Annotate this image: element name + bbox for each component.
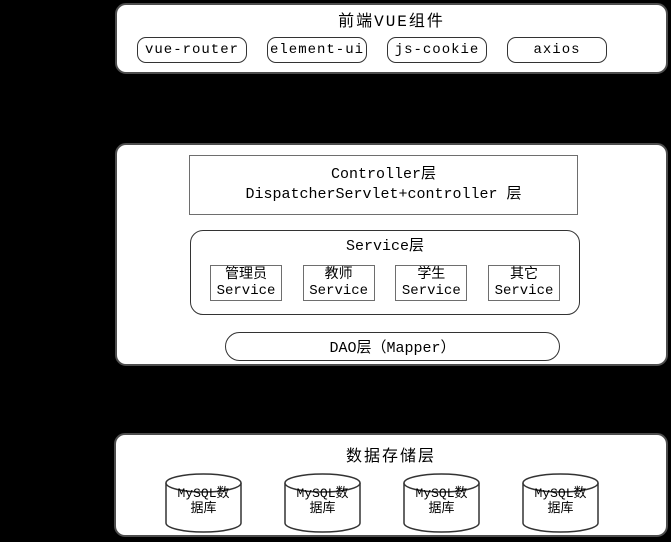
- service-item-label: Service: [401, 283, 461, 299]
- service-item-label: 学生: [417, 267, 446, 283]
- service-item-other: 其它 Service: [487, 265, 560, 301]
- frontend-panel-title: 前端VUE组件: [338, 13, 445, 31]
- mysql-database-2: MySQL数 据库: [284, 473, 361, 533]
- database-label: MySQL数 据库: [177, 486, 230, 516]
- database-cylinder-icon: [284, 473, 361, 533]
- controller-layer-subtitle: DispatcherServlet+controller 层: [245, 186, 522, 203]
- service-item-admin: 管理员 Service: [210, 265, 282, 301]
- service-item-row: 管理员 Service 教师 Service 学生 Service 其它 Ser…: [210, 265, 560, 301]
- database-row: MySQL数 据库 MySQL数 据库 MySQL数 据库: [165, 473, 599, 533]
- controller-layer-box: Controller层 DispatcherServlet+controller…: [189, 155, 578, 215]
- mysql-database-1: MySQL数 据库: [165, 473, 242, 533]
- database-cylinder-icon: [522, 473, 599, 533]
- controller-layer-title: Controller层: [330, 166, 436, 183]
- service-item-label: Service: [216, 283, 276, 299]
- service-item-label: 教师: [324, 267, 353, 283]
- database-label: MySQL数 据库: [415, 486, 468, 516]
- frontend-vue-panel: 前端VUE组件 vue-router element-ui js-cookie …: [115, 3, 668, 74]
- component-vue-router: vue-router: [137, 37, 247, 63]
- dao-layer-pill: DAO层（Mapper）: [225, 332, 560, 361]
- database-cylinder-icon: [165, 473, 242, 533]
- storage-panel: 数据存储层 MySQL数 据库 MySQL数 据库: [114, 433, 668, 537]
- mysql-database-4: MySQL数 据库: [522, 473, 599, 533]
- component-axios: axios: [507, 37, 607, 63]
- service-item-label: Service: [309, 283, 369, 299]
- backend-panel: Controller层 DispatcherServlet+controller…: [115, 143, 668, 366]
- mysql-database-3: MySQL数 据库: [403, 473, 480, 533]
- database-cylinder-icon: [403, 473, 480, 533]
- component-js-cookie: js-cookie: [387, 37, 487, 63]
- service-item-label: 管理员: [225, 267, 267, 283]
- service-layer-box: Service层 管理员 Service 教师 Service 学生 Servi…: [190, 230, 580, 315]
- storage-panel-title: 数据存储层: [345, 448, 436, 466]
- service-item-student: 学生 Service: [395, 265, 468, 301]
- service-item-label: 其它: [509, 267, 538, 283]
- component-element-ui: element-ui: [267, 37, 367, 63]
- database-label: MySQL数 据库: [534, 486, 587, 516]
- database-label: MySQL数 据库: [296, 486, 349, 516]
- service-item-label: Service: [494, 283, 554, 299]
- frontend-component-row: vue-router element-ui js-cookie axios: [137, 37, 660, 63]
- service-item-teacher: 教师 Service: [302, 265, 375, 301]
- service-layer-title: Service层: [345, 238, 424, 255]
